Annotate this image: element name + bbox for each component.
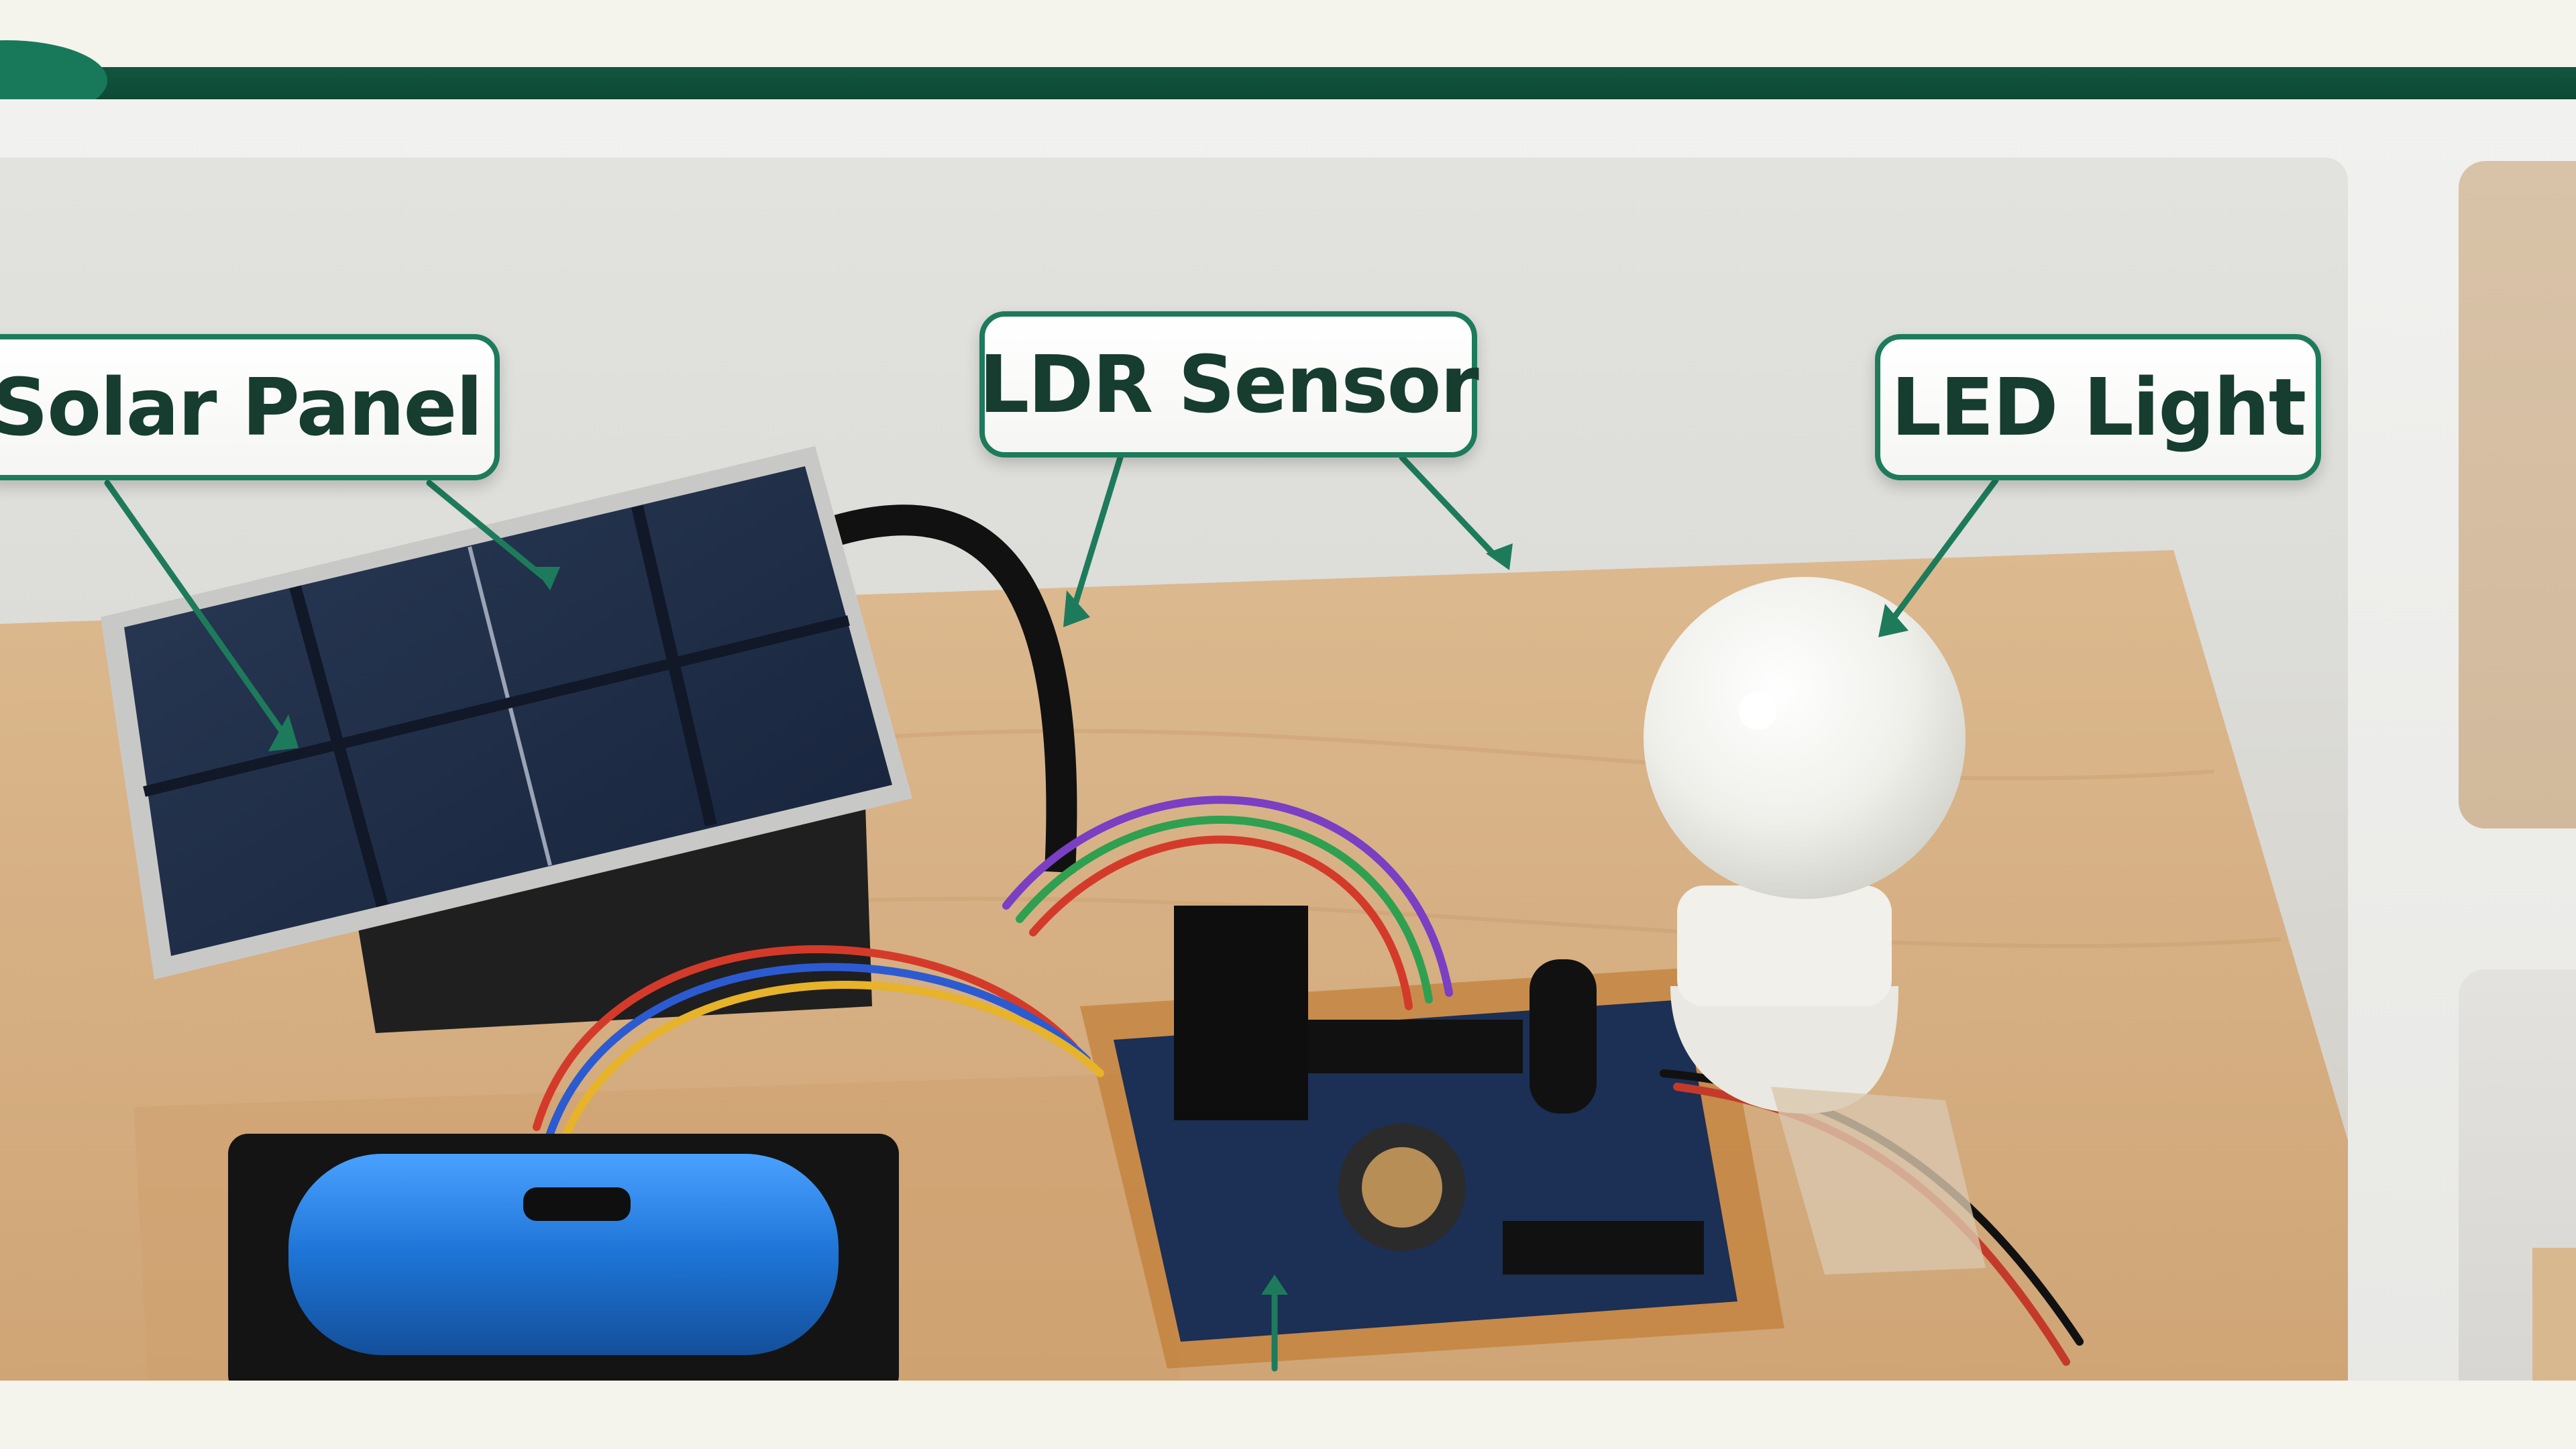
header-bar: [0, 67, 2576, 99]
solar-panel-label: Solar Panel: [0, 334, 500, 480]
led-light-label: LED Light: [1875, 334, 2321, 480]
solar-arrow-2: [426, 480, 547, 580]
battery-image: [228, 1134, 899, 1381]
side-thumbnail-top: [2459, 161, 2576, 828]
arduino-board-image: [1080, 906, 1784, 1368]
ldr-sensor-label: LDR Sensor: [979, 311, 1479, 458]
side-thumbnail-bottom: [2459, 969, 2576, 1382]
solar-panel-image: [101, 446, 912, 979]
ldr-arrow-1: [1070, 454, 1124, 614]
bottom-margin: [0, 1381, 2576, 1449]
led-arrow: [1888, 477, 1999, 624]
led-bulb-image: [1644, 577, 1986, 1275]
ldr-arrow-2: [1399, 454, 1499, 560]
top-margin: [0, 0, 2576, 67]
solar-arrow-1: [104, 480, 285, 735]
